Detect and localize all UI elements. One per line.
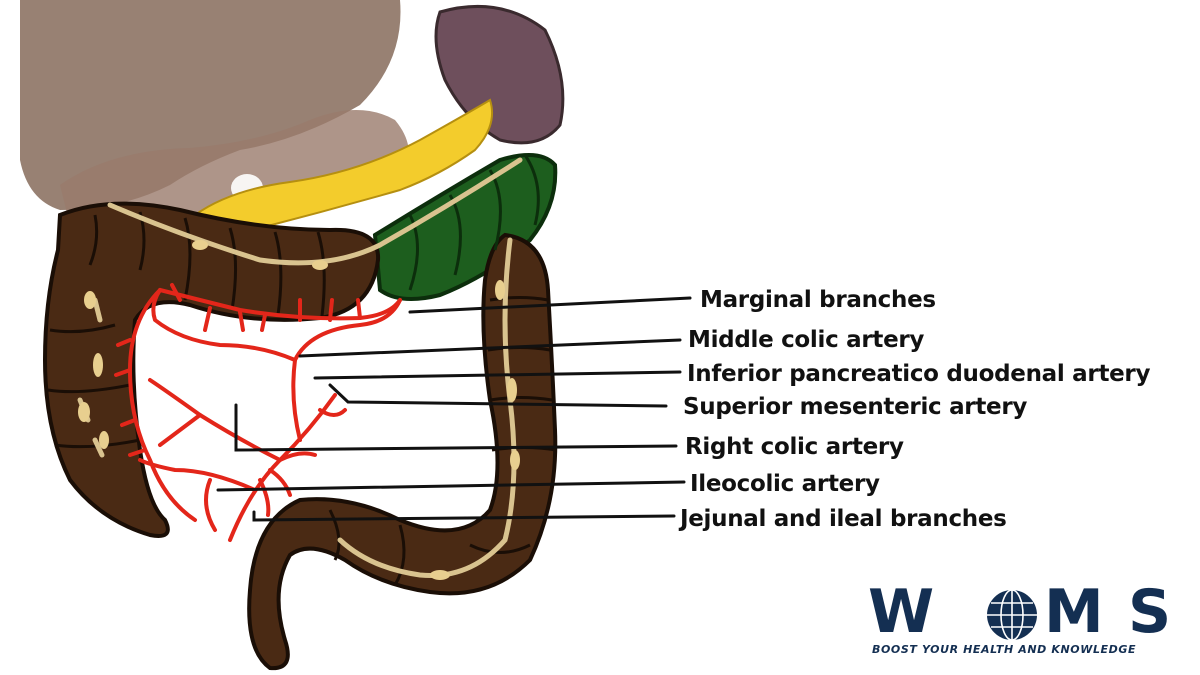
label-inferior-pancreaticoduodenal-artery: Inferior pancreatico duodenal artery <box>687 361 1151 387</box>
leader-line-marginal-branches <box>408 296 692 314</box>
logo-mark: W M S <box>866 579 1182 645</box>
leader-line-ileocolic <box>216 480 686 492</box>
logo-letter-s: S <box>1128 577 1172 647</box>
label-jejunal-ileal-branches: Jejunal and ileal branches <box>680 506 1007 532</box>
leader-line-middle-colic <box>298 338 682 358</box>
arteries <box>114 283 402 542</box>
label-marginal-branches: Marginal branches <box>700 287 936 313</box>
label-middle-colic-artery: Middle colic artery <box>688 327 925 353</box>
leader-line-inferior-pancreaticoduodenal <box>313 370 682 380</box>
haustra <box>47 211 557 586</box>
label-superior-mesenteric-artery: Superior mesenteric artery <box>683 394 1028 420</box>
liver <box>20 0 401 210</box>
leader-line-superior-mesenteric <box>328 383 668 408</box>
colon <box>42 201 381 538</box>
leader-lines <box>216 296 692 522</box>
woms-logo: W M S BOOST YOUR HEALTH AND KNOWLEDGE <box>866 579 1182 663</box>
fat-deposits <box>78 240 520 580</box>
logo-letter-w: W <box>868 577 935 647</box>
globe-icon <box>987 589 1037 641</box>
label-right-colic-artery: Right colic artery <box>685 434 904 460</box>
logo-letter-m: M <box>1044 577 1104 647</box>
pancreas <box>193 98 494 233</box>
logo-tagline: BOOST YOUR HEALTH AND KNOWLEDGE <box>872 643 1137 656</box>
leader-line-jejunal-ileal <box>252 510 676 522</box>
leader-line-right-colic <box>234 403 678 452</box>
splenic-flexure-segment <box>372 153 558 301</box>
label-ileocolic-artery: Ileocolic artery <box>690 471 880 497</box>
spleen <box>434 5 565 145</box>
